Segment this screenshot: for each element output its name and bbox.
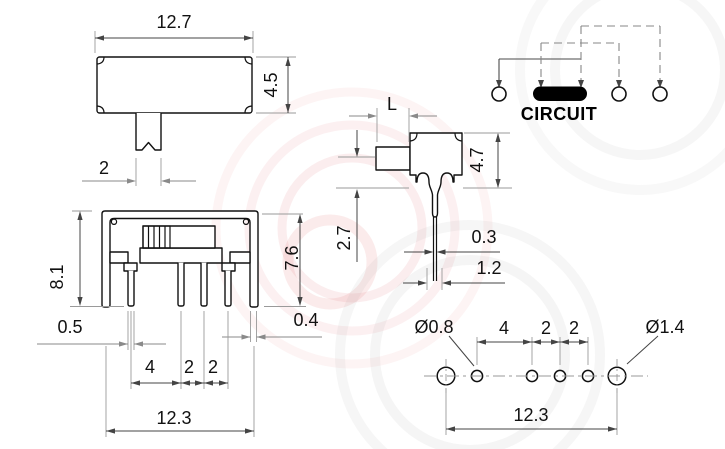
terminal-circle: [611, 86, 627, 102]
dim-front-height-right: 7.6: [262, 213, 306, 307]
dim-label: Ø0.8: [414, 317, 453, 337]
circuit-title: CIRCUIT: [521, 104, 598, 124]
dim-front-leg-width: 0.4: [222, 310, 322, 342]
dim-label: 2: [208, 357, 218, 377]
arrow-down-icon: [616, 80, 622, 88]
side-view: L 4.7 2.7 0.3: [334, 94, 512, 290]
circuit-schematic: CIRCUIT: [491, 25, 668, 124]
dim-pcb-hole-small: Ø0.8: [414, 317, 475, 367]
dim-front-pin-pitch: 4 2 2: [130, 311, 229, 389]
watermark-logo: [211, 0, 725, 449]
dim-label: 4.7: [467, 147, 487, 172]
arrow-down-icon: [538, 80, 544, 88]
frame-curl: [110, 218, 118, 225]
arrow-down-icon: [578, 80, 584, 88]
dim-top-stem-width: 2: [82, 158, 196, 186]
corner-notch: [244, 56, 253, 65]
dim-label: 0.3: [471, 227, 496, 247]
pcb-layout: 4 2 2 Ø0.8 Ø1.4 12.3: [414, 317, 685, 435]
dim-label: 7.6: [282, 245, 302, 270]
corner-notch: [454, 132, 463, 142]
terminal-pin: [177, 262, 185, 307]
base-wing-right: [229, 251, 251, 264]
arrow-down-icon: [496, 80, 502, 88]
dim-label: 1.2: [476, 258, 501, 278]
corner-notch: [96, 105, 105, 114]
terminal-circle: [491, 86, 507, 102]
dim-label: 2: [99, 158, 109, 178]
dim-label: 4: [499, 318, 509, 338]
dim-label: L: [387, 94, 397, 114]
dim-label: 12.3: [156, 408, 191, 428]
frame-curl: [242, 218, 250, 225]
top-view: 12.7 4.5 2: [82, 12, 296, 186]
terminal-pin: [127, 270, 135, 307]
dim-side-taper-width: 1.2: [403, 258, 505, 290]
dim-label: 12.7: [156, 12, 191, 32]
dim-side-body-height: 4.7: [463, 132, 512, 189]
dim-label: 2.7: [334, 225, 354, 250]
dim-front-pin-width: 0.5: [37, 311, 166, 350]
corner-notch: [244, 105, 253, 114]
dim-label: 2: [569, 318, 579, 338]
dim-side-knob-length: L: [349, 94, 437, 142]
dim-pcb-total-width: 12.3: [445, 388, 618, 435]
dim-front-total-width: 12.3: [105, 346, 255, 437]
terminal-pin: [224, 270, 232, 307]
front-view: 8.1 7.6 0.5 0.4: [37, 210, 322, 437]
dim-top-height: 4.5: [256, 56, 296, 114]
corner-notch: [96, 56, 105, 65]
arrow-down-icon: [657, 80, 663, 88]
dim-side-wire-width: 0.3: [404, 227, 500, 255]
dim-label: 2: [184, 357, 194, 377]
dim-top-width: 12.7: [94, 12, 254, 53]
pin-shoulder-right: [221, 262, 236, 272]
dim-label: 8.1: [47, 264, 67, 289]
top-view-actuator-stem: [135, 113, 162, 151]
base-wing-left: [109, 251, 129, 264]
dim-label: 0.4: [293, 310, 318, 330]
top-view-body: [96, 56, 253, 114]
dim-front-height-left: 8.1: [47, 210, 124, 307]
dim-label: 0.5: [57, 317, 82, 337]
dim-pcb-pitch: 4 2 2: [476, 318, 589, 365]
dim-label: 4.5: [261, 72, 281, 97]
dim-side-pin-length: 2.7: [334, 130, 409, 262]
side-view-body: [409, 132, 463, 218]
dim-label: 4: [145, 357, 155, 377]
corner-notch: [409, 132, 418, 142]
knob-hatch-block: [142, 225, 171, 249]
dim-label: Ø1.4: [645, 317, 684, 337]
front-view-base-plate: [139, 247, 223, 264]
terminal-circle: [652, 86, 668, 102]
side-view-stem: [375, 146, 411, 171]
pin-shoulder-left: [123, 262, 138, 272]
dim-pcb-hole-large: Ø1.4: [626, 317, 685, 365]
slider-contact-pill: [533, 86, 587, 101]
terminal-pin: [200, 262, 208, 307]
dim-label: 12.3: [513, 405, 548, 425]
dim-label: 2: [541, 318, 551, 338]
